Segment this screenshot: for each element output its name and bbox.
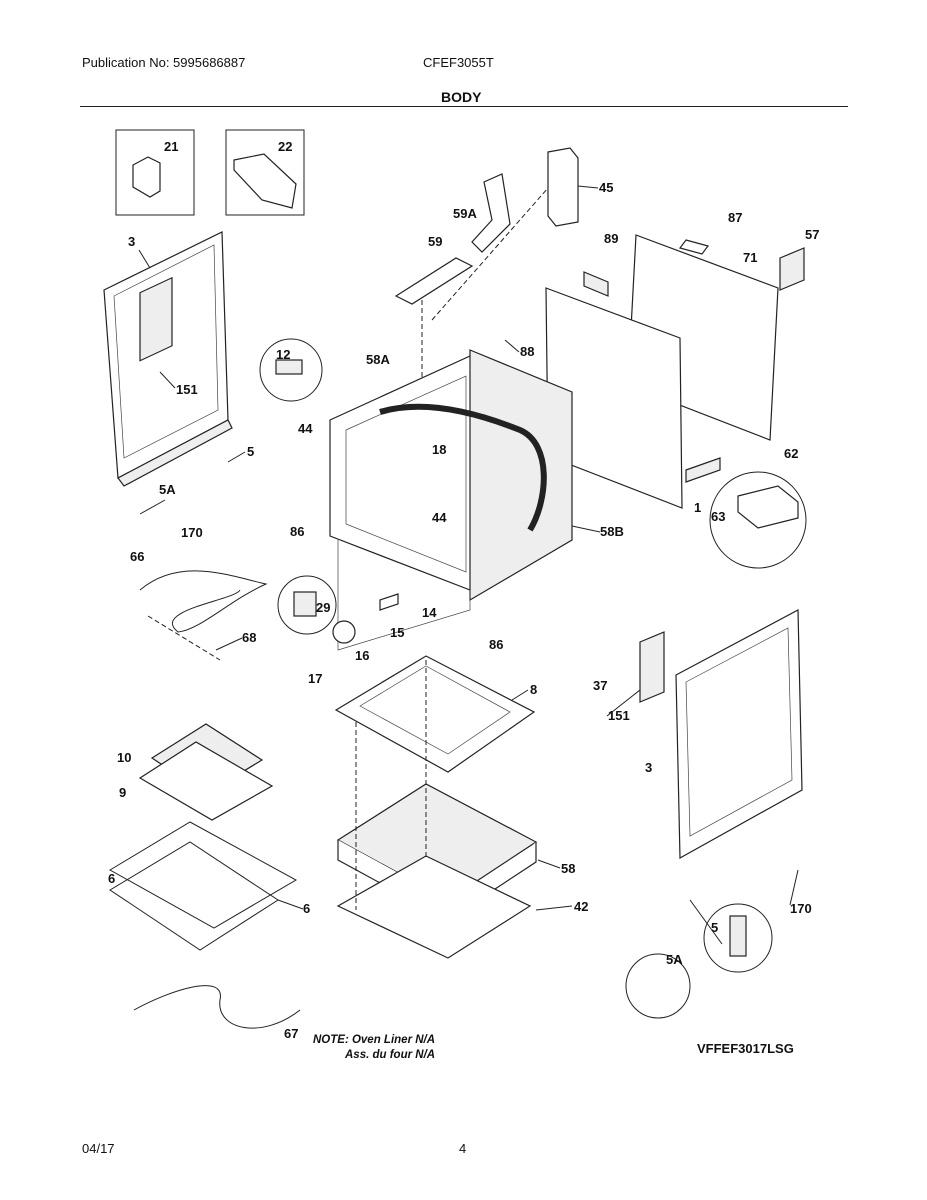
callout-label: 57 xyxy=(805,227,819,242)
note-line-2: Ass. du four N/A xyxy=(344,1049,435,1061)
leader-lines xyxy=(138,185,799,945)
callout-label: 29 xyxy=(316,600,330,615)
callout-label: 5A xyxy=(159,482,176,497)
callout-label: 21 xyxy=(164,139,178,154)
callout-label: 10 xyxy=(117,750,131,765)
callout-label: 22 xyxy=(278,139,292,154)
callout-label: 58B xyxy=(600,524,624,539)
door-panel-right xyxy=(639,609,803,860)
callout-label: 45 xyxy=(599,180,613,195)
model-number: CFEF3055T xyxy=(423,55,494,70)
callout-label: 15 xyxy=(390,625,404,640)
diagram-code: VFFEF3017LSG xyxy=(697,1041,794,1056)
callout-label: 88 xyxy=(520,344,534,359)
sensor-callout-12 xyxy=(259,338,323,402)
callout-label: 12 xyxy=(276,347,290,362)
callout-label: 37 xyxy=(593,678,607,693)
callout-label: 59 xyxy=(428,234,442,249)
callout-label: 151 xyxy=(608,708,630,723)
callout-label: 5 xyxy=(247,444,254,459)
section-title: BODY xyxy=(441,89,482,105)
oven-racks xyxy=(109,821,298,951)
callout-label: 18 xyxy=(432,442,446,457)
callout-label: 86 xyxy=(290,524,304,539)
callout-label: 6 xyxy=(303,901,310,916)
callout-label: 63 xyxy=(711,509,725,524)
inset-box-21 xyxy=(115,129,195,216)
header-rule xyxy=(80,106,848,107)
callout-label: 68 xyxy=(242,630,256,645)
leveling-leg-callouts xyxy=(625,903,773,1019)
callout-label: 66 xyxy=(130,549,144,564)
callout-label: 16 xyxy=(355,648,369,663)
callout-label: 170 xyxy=(790,901,812,916)
callout-label: 87 xyxy=(728,210,742,225)
callout-label: 44 xyxy=(298,421,313,436)
callout-label: 58 xyxy=(561,861,575,876)
publication-number: Publication No: 5995686887 xyxy=(82,55,246,70)
oven-cavity xyxy=(329,349,573,651)
note-line-1: NOTE: Oven Liner N/A xyxy=(313,1034,435,1046)
callout-label: 14 xyxy=(422,605,437,620)
footer-date: 04/17 xyxy=(82,1141,115,1156)
callout-label: 151 xyxy=(176,382,198,397)
callout-label: 67 xyxy=(284,1026,298,1041)
light-assembly xyxy=(277,575,399,644)
callout-label: 3 xyxy=(645,760,652,775)
bottom-cover xyxy=(334,655,536,773)
callout-label: 86 xyxy=(489,637,503,652)
callout-label: 5 xyxy=(711,920,718,935)
callout-label: 42 xyxy=(574,899,588,914)
callout-label: 44 xyxy=(432,510,447,525)
callout-label: 89 xyxy=(604,231,618,246)
page-number: 4 xyxy=(459,1141,467,1156)
callout-label: 58A xyxy=(366,352,390,367)
callout-label: 71 xyxy=(743,250,757,265)
top-trim-parts xyxy=(394,147,579,410)
callout-label: 5A xyxy=(666,952,683,967)
broiler-pan xyxy=(138,723,274,821)
door-panel-left xyxy=(103,231,233,487)
callout-label: 9 xyxy=(119,785,126,800)
callout-label: 170 xyxy=(181,525,203,540)
callout-label: 17 xyxy=(308,671,322,686)
inset-box-22 xyxy=(225,129,305,216)
broil-element xyxy=(133,985,301,1029)
relay-callout-62 xyxy=(685,457,807,569)
callout-label: 62 xyxy=(784,446,798,461)
callout-label: 8 xyxy=(530,682,537,697)
callout-label: 6 xyxy=(108,871,115,886)
bake-element xyxy=(139,570,268,661)
insulation-and-pan xyxy=(336,660,538,959)
back-panels xyxy=(545,234,805,509)
callout-label: 59A xyxy=(453,206,477,221)
callout-label: 1 xyxy=(694,500,701,515)
callout-label: 3 xyxy=(128,234,135,249)
